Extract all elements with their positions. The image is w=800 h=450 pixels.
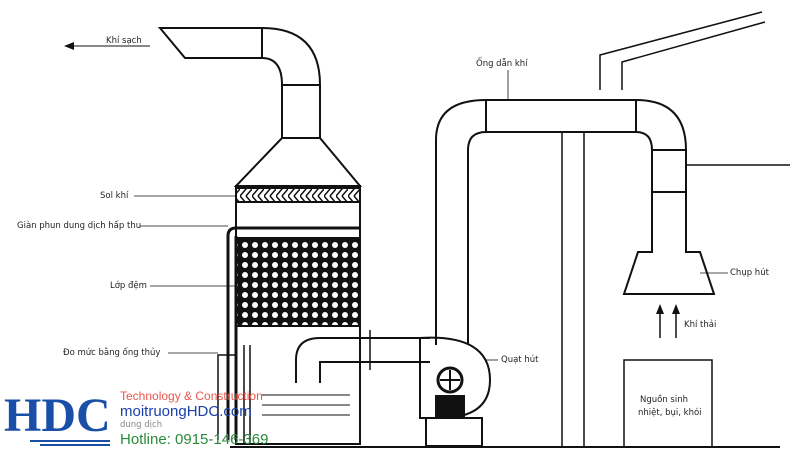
label-sprayer: Giàn phun dung dịch hấp thu xyxy=(17,221,142,231)
fan-inlet-duct xyxy=(295,337,430,383)
label-packing: Lớp đệm xyxy=(110,281,147,291)
hdc-logo: HDC xyxy=(4,389,111,442)
level-gauge xyxy=(217,354,236,440)
main-duct xyxy=(435,99,687,345)
pollution-source-box xyxy=(623,359,713,448)
logo-hotline: Hotline: 0915-146-369 xyxy=(120,431,269,448)
label-aerosol: Sol khí xyxy=(100,191,129,201)
logo-tagline: Technology & Construction xyxy=(120,389,263,403)
exhaust-arrows xyxy=(659,312,677,338)
label-clean-air: Khí sạch xyxy=(106,36,142,46)
recirculation-pipe xyxy=(226,226,238,440)
suction-hood xyxy=(622,192,716,295)
label-exhaust: Khí thải xyxy=(684,320,717,330)
demister-layer xyxy=(235,187,361,203)
label-level-gauge: Đo mức bằng ống thủy xyxy=(63,348,161,358)
tower-cone xyxy=(233,137,363,187)
label-hood: Chụp hút xyxy=(730,268,769,278)
outlet-elbow xyxy=(261,27,321,138)
roof-line xyxy=(599,11,766,90)
label-source-2: nhiệt, bụi, khói xyxy=(638,408,702,418)
label-fan: Quạt hút xyxy=(501,355,539,365)
label-duct: Ống dẫn khí xyxy=(476,59,528,69)
building-column xyxy=(561,132,585,447)
fan-base xyxy=(425,417,483,447)
packing-layer xyxy=(235,237,361,327)
label-source-1: Nguồn sinh xyxy=(640,395,688,405)
label-solution: dung dịch xyxy=(120,420,163,430)
fan-wheel-icon xyxy=(436,366,464,394)
outlet-nozzle xyxy=(157,27,263,59)
logo-website: moitruongHDC.com xyxy=(120,403,252,420)
